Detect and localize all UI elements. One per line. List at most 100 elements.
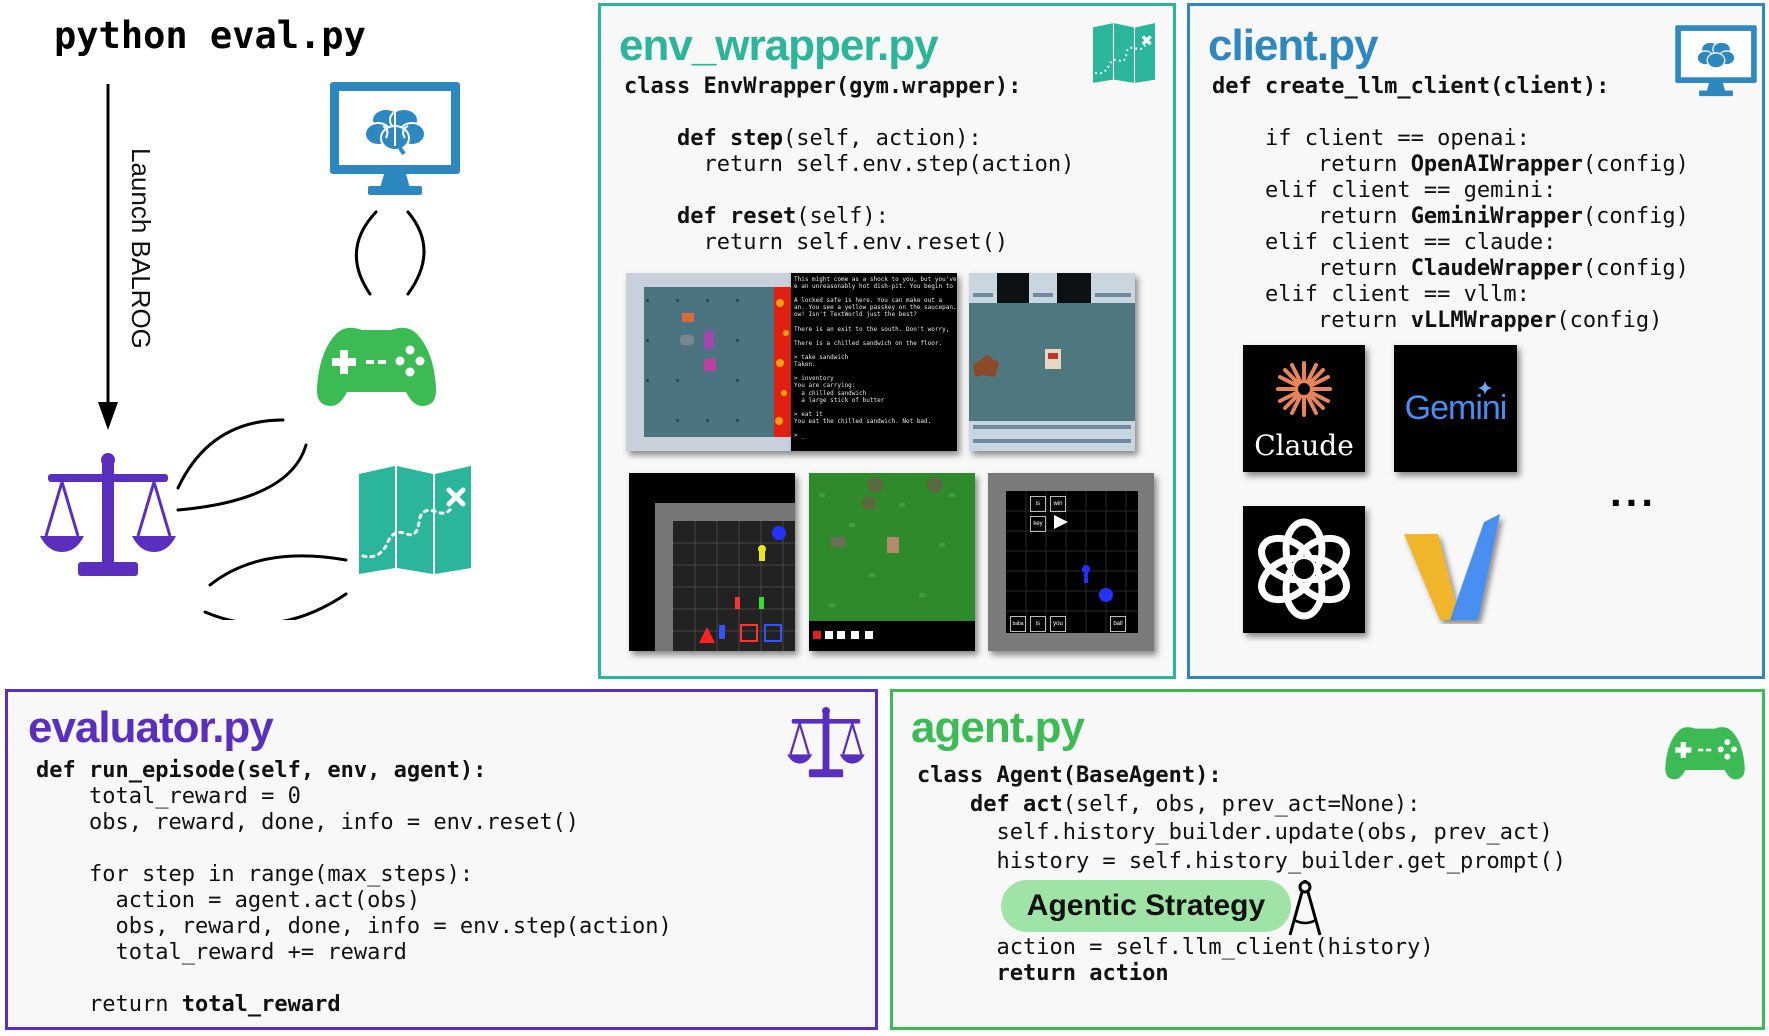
game-screenshot-babyai [629, 473, 795, 651]
textworld-line: a chilled sandwich [794, 389, 867, 397]
gemini-logo: Gemini [1394, 345, 1517, 472]
evaluator-panel: evaluator.py def run_episode(self, env, … [5, 689, 878, 1030]
gemini-sparkle-icon [1478, 381, 1492, 395]
word-key: key [1030, 516, 1046, 532]
brain-monitor-icon [330, 82, 460, 195]
textworld-line: e an unreasonably hot dish-pit. You begi… [794, 283, 953, 291]
code-line: return self.env.step(action) [624, 152, 1075, 177]
game-screenshot-babaisyou: is win key baba is you ball [988, 473, 1154, 651]
gemini-wordmark: Gemini [1404, 389, 1508, 427]
textworld-line: > eat it [794, 410, 823, 418]
env-wrapper-title: env_wrapper.py [619, 21, 939, 70]
code-line: return ClaudeWrapper(config) [1212, 256, 1689, 281]
code-line: return total_reward [36, 992, 341, 1017]
code-line: action = agent.act(obs) [36, 888, 421, 913]
launch-arrow [98, 84, 118, 430]
command-title: python eval.py [54, 14, 366, 57]
textworld-line: ow! Isn't TextWorld just the best? [794, 311, 917, 319]
word-ball: ball [1110, 616, 1126, 632]
code-line: def act(self, obs, prev_act=None): [969, 791, 1421, 817]
textworld-text: This might come as a shock to you, but y… [791, 273, 957, 439]
map-icon [1093, 23, 1155, 83]
openai-logo [1243, 506, 1365, 633]
code-line: def reset(self): [676, 204, 889, 229]
textworld-line: You eat the chilled sandwich. Not bad. [794, 417, 932, 425]
code-line: return self.env.reset() [624, 230, 1009, 255]
code-line: obs, reward, done, info = env.step(actio… [36, 914, 672, 939]
word-is-1: is [1030, 496, 1046, 512]
claude-wordmark: Claude [1254, 429, 1354, 462]
code-line [36, 836, 672, 862]
agentic-strategy-label: Agentic Strategy [1026, 889, 1266, 922]
textworld-line [794, 347, 954, 354]
word-is-2: is [1030, 616, 1046, 632]
code-line: return action [996, 961, 1169, 986]
code-line [624, 100, 1074, 126]
textworld-line: > inventory [794, 375, 834, 383]
map-icon [359, 466, 471, 574]
env-wrapper-panel: env_wrapper.py class EnvWrapper(gym.wrap… [598, 3, 1176, 679]
textworld-line: There is an exit to the south. Don't wor… [794, 325, 950, 333]
code-line [36, 966, 672, 992]
code-line: history = self.history_builder.get_promp… [917, 848, 1567, 874]
scales-icon [787, 707, 865, 778]
agent-title: agent.py [911, 703, 1085, 752]
textworld-line [794, 404, 954, 411]
agent-code-top: class Agent(BaseAgent): def act(self, ob… [917, 762, 1566, 876]
client-code: def create_llm_client(client): if client… [1212, 74, 1689, 334]
word-you: you [1050, 616, 1066, 632]
textworld-line [794, 368, 954, 375]
textworld-line: There is a chilled sandwich on the floor… [794, 339, 943, 347]
word-baba: baba [1010, 616, 1026, 632]
client-title: client.py [1208, 21, 1378, 70]
code-line: elif client == gemini: [1212, 178, 1557, 203]
client-panel: client.py def create_llm_client(client):… [1187, 3, 1765, 679]
textworld-line: an. You see a yellow passkey on the sauc… [794, 304, 957, 312]
textworld-line [794, 425, 954, 432]
code-line: self.history_builder.update(obs, prev_ac… [917, 820, 1553, 845]
textworld-line: You are carrying: [794, 382, 856, 390]
vllm-icon [1404, 514, 1500, 620]
code-line: def create_llm_client(client): [1212, 74, 1610, 99]
code-line: def step(self, action): [676, 126, 982, 151]
code-line: for step in range(max_steps): [36, 862, 474, 887]
code-line: return GeminiWrapper(config) [1212, 204, 1689, 229]
code-line: elif client == claude: [1212, 230, 1557, 255]
word-win: win [1050, 496, 1066, 512]
code-line [1212, 100, 1689, 126]
connector-lines [176, 210, 426, 620]
textworld-line: > _ [794, 432, 805, 440]
game-screenshot-minihack [626, 273, 792, 451]
textworld-line: a large stick of butter [794, 396, 885, 404]
textworld-line [794, 333, 954, 340]
code-line: class EnvWrapper(gym.wrapper): [624, 74, 1022, 99]
textworld-line [794, 319, 954, 326]
gamepad-icon [1665, 727, 1745, 780]
code-line: total_reward += reward [36, 940, 407, 965]
code-line: class Agent(BaseAgent): [917, 763, 1222, 788]
code-line: total_reward = 0 [36, 784, 301, 809]
code-line: def run_episode(self, env, agent): [36, 758, 487, 783]
code-line: return vLLMWrapper(config) [1212, 308, 1663, 333]
scales-icon [40, 453, 176, 576]
gamepad-icon [316, 327, 437, 406]
more-clients-ellipsis: ... [1610, 468, 1658, 515]
textworld-line: A locked safe is here. You can make out … [794, 297, 943, 305]
textworld-line [794, 290, 954, 297]
env-wrapper-code: class EnvWrapper(gym.wrapper): def step(… [624, 74, 1074, 256]
textworld-line: Taken. [794, 361, 816, 369]
code-line: elif client == vllm: [1212, 282, 1530, 307]
code-line: if client == openai: [1212, 126, 1530, 151]
code-line: return OpenAIWrapper(config) [1212, 152, 1689, 177]
game-screenshot-ice-room [969, 273, 1135, 451]
agent-code-bottom: action = self.llm_client(history) return… [917, 935, 1434, 987]
evaluator-code: def run_episode(self, env, agent): total… [36, 758, 672, 1018]
code-line: obs, reward, done, info = env.reset() [36, 810, 580, 835]
evaluator-title: evaluator.py [28, 703, 274, 752]
code-line: action = self.llm_client(history) [917, 935, 1434, 960]
openai-icon [1258, 518, 1350, 620]
code-line [624, 178, 1074, 204]
compass-icon [1288, 880, 1322, 936]
game-screenshot-textworld: This might come as a shock to you, but y… [791, 273, 957, 451]
agentic-strategy-pill: Agentic Strategy [1001, 880, 1291, 932]
